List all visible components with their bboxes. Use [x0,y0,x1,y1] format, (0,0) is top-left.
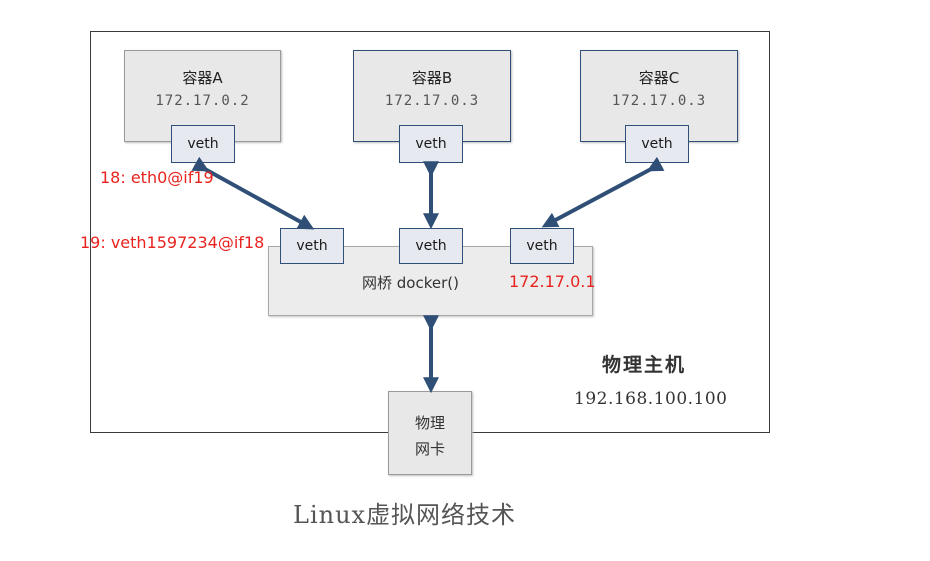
bridge-ip: 172.17.0.1 [509,272,596,291]
host-title: 物理主机 [602,354,687,376]
container-b-name: 容器B [411,69,453,87]
container-a-name: 容器A [182,69,223,87]
bridge-veth-b: veth [399,228,463,264]
container-b-ip: 172.17.0.3 [384,93,480,109]
container-c-ip: 172.17.0.3 [611,93,707,109]
physical-nic-box: 物理 网卡 [388,391,472,475]
bridge-veth-a: veth [280,228,344,264]
container-b-veth: veth [399,125,463,163]
container-c-veth: veth [625,125,689,163]
eth0-annotation: 18: eth0@if19 [100,168,214,187]
arrow-c-to-bridge [541,156,665,228]
bridge-veth-c: veth [510,228,574,264]
arrow-a-to-bridge [191,156,315,230]
figure-caption: Linux虚拟网络技术 [293,501,517,529]
container-a-ip: 172.17.0.2 [155,93,250,109]
veth-pair-annotation: 19: veth1597234@if18 [80,233,265,252]
container-c-name: 容器C [638,69,680,87]
host-ip: 192.168.100.100 [574,389,728,409]
physical-nic-label: 物理 网卡 [414,414,445,458]
bridge-label: 网桥 docker() [362,274,459,292]
